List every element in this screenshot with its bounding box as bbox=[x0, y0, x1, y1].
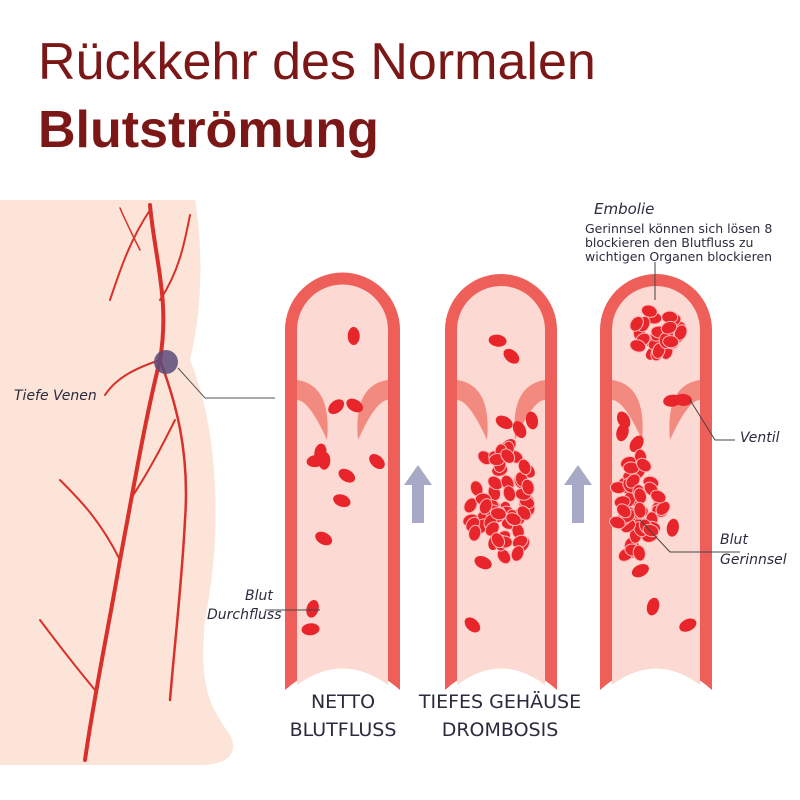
blood-cell bbox=[500, 448, 516, 464]
caption-normal-flow: NETTO BLUTFLUSS bbox=[283, 688, 403, 744]
caption-line: DROMBOSIS bbox=[441, 719, 559, 741]
blood-cell bbox=[655, 500, 671, 516]
label-clot-1: Blut bbox=[720, 532, 748, 548]
blood-cell bbox=[346, 398, 364, 413]
caption-line: BLUTFLUSS bbox=[289, 719, 397, 741]
leg-illustration bbox=[0, 200, 234, 765]
blood-cell bbox=[650, 489, 667, 504]
blood-cell bbox=[505, 512, 522, 527]
blood-cell bbox=[468, 524, 482, 542]
blood-cell bbox=[616, 411, 631, 429]
flow-arrow-1 bbox=[404, 465, 432, 523]
embolism-note: Gerinnsel können sich lösen 8 blockieren… bbox=[585, 222, 772, 264]
veins bbox=[39, 203, 191, 762]
title-line-2: Blutströmung bbox=[38, 101, 379, 159]
embolism-note-line: blockieren den Blutfluss zu bbox=[585, 235, 754, 250]
label-embolism: Embolie bbox=[594, 200, 655, 218]
blood-cell bbox=[660, 320, 678, 335]
blood-cell bbox=[646, 597, 660, 616]
blood-cell bbox=[631, 564, 649, 578]
valve-right bbox=[669, 380, 700, 440]
blood-cell bbox=[629, 339, 647, 353]
blood-cell bbox=[503, 348, 520, 364]
blood-cell bbox=[512, 421, 527, 439]
valve-left bbox=[297, 380, 328, 440]
blood-cell bbox=[369, 454, 385, 470]
blood-cell bbox=[478, 498, 493, 515]
label-valve: Ventil bbox=[740, 430, 780, 446]
blood-cell bbox=[502, 485, 517, 502]
blood-cell bbox=[609, 515, 626, 530]
blood-cell bbox=[673, 393, 692, 406]
blood-cell bbox=[487, 475, 504, 491]
caption-deep-vein-thrombosis: TIEFES GEHÄUSE DROMBOSIS bbox=[410, 688, 590, 744]
caption-line: TIEFES GEHÄUSE bbox=[418, 691, 582, 713]
vein-vessel-1 bbox=[285, 272, 400, 690]
blood-clot bbox=[462, 440, 536, 565]
vessel-lumen bbox=[297, 284, 388, 685]
deep-vein-highlight bbox=[154, 350, 178, 374]
label-blood-flow-1: Blut bbox=[245, 588, 273, 604]
blood-cell bbox=[636, 457, 652, 473]
valve-left bbox=[457, 380, 488, 440]
blood-cell bbox=[474, 556, 492, 570]
blood-cell bbox=[666, 518, 679, 537]
blood-cell bbox=[525, 411, 539, 430]
blood-cell bbox=[521, 478, 535, 496]
label-deep-veins: Tiefe Venen bbox=[14, 388, 97, 404]
blood-cell bbox=[616, 423, 629, 442]
blood-cell bbox=[495, 415, 513, 430]
blood-cell bbox=[510, 545, 525, 562]
embolus-clot bbox=[629, 304, 688, 362]
blood-cell bbox=[490, 532, 506, 549]
embolism-note-line: Gerinnsel können sich lösen 8 bbox=[585, 221, 773, 236]
label-clot-2: Gerinnsel bbox=[720, 552, 787, 568]
blood-cell bbox=[629, 435, 644, 453]
pointer-lines bbox=[265, 262, 740, 611]
deep-vein-pointer bbox=[177, 367, 275, 399]
blood-cell bbox=[464, 617, 481, 633]
title-line-1: Rückkehr des Normalen bbox=[38, 33, 596, 91]
blood-cell bbox=[633, 501, 647, 519]
blood-cell bbox=[315, 531, 333, 546]
blood-cell bbox=[632, 544, 646, 562]
blood-cell bbox=[616, 503, 632, 519]
blood-cell bbox=[333, 494, 351, 508]
label-blood-flow-2: Durchfluss bbox=[207, 607, 282, 623]
caption-line: NETTO bbox=[310, 691, 376, 713]
blood-cell bbox=[328, 399, 345, 415]
blood-cell bbox=[314, 443, 327, 462]
blood-cell bbox=[517, 458, 532, 476]
valve-left bbox=[612, 380, 643, 440]
blood-cell bbox=[463, 497, 478, 514]
blood-cell bbox=[338, 468, 356, 483]
blood-clot bbox=[609, 448, 671, 562]
blood-cell bbox=[679, 618, 697, 632]
blood-cell bbox=[306, 600, 319, 618]
embolism-note-line: wichtigen Organen blockieren bbox=[585, 249, 773, 264]
blood-cell bbox=[488, 334, 507, 347]
blood-cell bbox=[662, 335, 680, 349]
blood-cell bbox=[347, 327, 360, 346]
valve-right bbox=[357, 380, 388, 440]
flow-arrow-2 bbox=[564, 465, 592, 523]
blood-cell bbox=[629, 315, 644, 332]
blood-cell bbox=[301, 623, 320, 636]
